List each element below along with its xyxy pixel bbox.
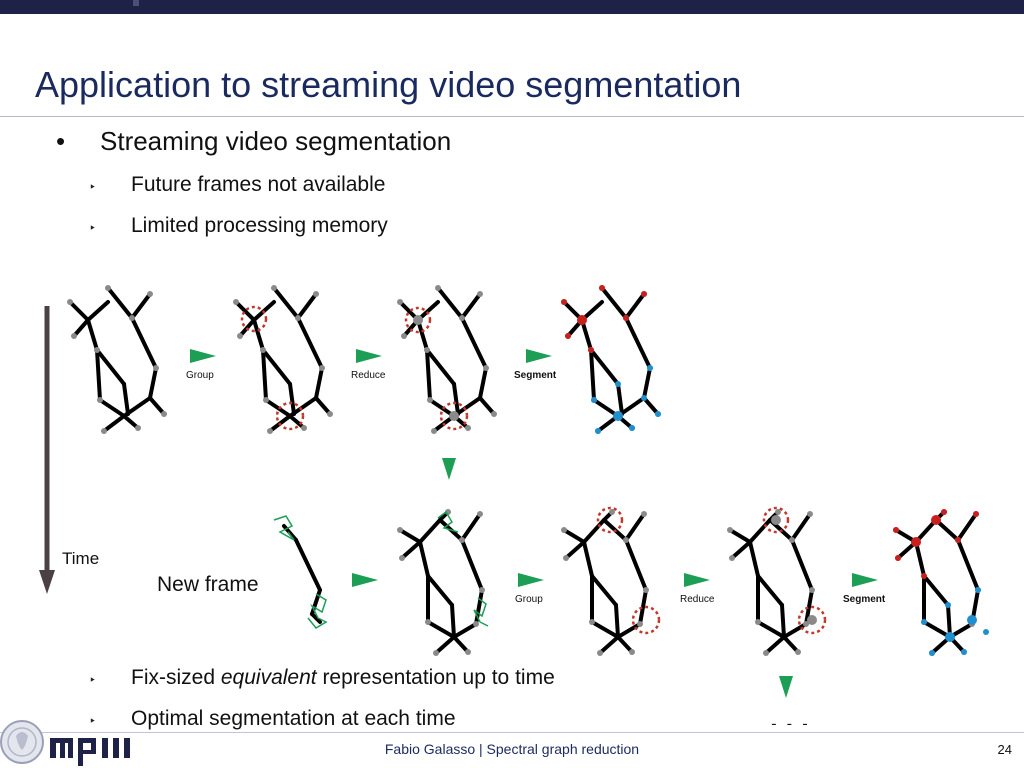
right-arrow-icon <box>684 573 710 587</box>
right-arrow-icon <box>352 573 378 587</box>
group-circle <box>631 605 661 635</box>
ellipsis: . . . <box>770 703 809 725</box>
page-number: 24 <box>997 742 1012 757</box>
time-axis: Time <box>39 306 99 594</box>
step-label-reduce: Reduce <box>680 594 715 605</box>
graph-row2-grouped <box>559 506 661 658</box>
new-frame-graph <box>273 515 328 629</box>
sub-bullet-marker: ‣ <box>89 714 97 728</box>
top-bar <box>0 0 1024 14</box>
reduced-node <box>413 315 423 325</box>
right-arrow-icon <box>356 349 382 363</box>
group-circle <box>596 506 624 534</box>
equivalent-emphasis: equivalent <box>220 666 317 689</box>
footer-author-title: Fabio Galasso | Spectral graph reduction <box>384 741 640 757</box>
step-label-reduce: Reduce <box>351 370 386 381</box>
arrow-group-row1: Group <box>186 349 216 381</box>
bullet-marker: • <box>56 126 66 156</box>
graph-row2-reduced <box>725 506 827 658</box>
right-arrow-icon <box>852 573 878 587</box>
slide-title: Application to streaming video segmentat… <box>35 64 742 105</box>
group-circle <box>797 605 827 635</box>
step-label-group: Group <box>515 594 543 605</box>
group-circle <box>275 401 305 431</box>
graph-row1-reduced <box>395 283 499 436</box>
group-circle <box>240 305 268 333</box>
reduced-node <box>771 515 781 525</box>
arrow-segment-row2: Segment <box>843 573 886 605</box>
group-circle <box>439 401 469 431</box>
arrow-group-row2: Group <box>515 573 544 605</box>
footer-divider <box>0 732 1024 733</box>
time-label: Time <box>62 549 99 568</box>
sub-bullet-marker: ‣ <box>89 673 97 687</box>
mpii-wordmark-icon <box>50 738 130 766</box>
representation-text: representation up to time <box>316 666 555 689</box>
arrow-reduce-row1: Reduce <box>351 349 386 381</box>
arrow-segment-row1: Segment <box>514 349 557 381</box>
graph-row1-grouped <box>231 283 335 436</box>
step-label-segment: Segment <box>843 594 886 605</box>
sub-bullet-optimal: Optimal segmentation at each time <box>131 707 456 730</box>
step-label-group: Group <box>186 370 214 381</box>
arrow-into-frame <box>352 573 378 587</box>
mpi-logo <box>0 720 130 766</box>
group-circle <box>762 506 790 534</box>
right-arrow-icon <box>526 349 552 363</box>
bullet-streaming: Streaming video segmentation <box>100 126 452 156</box>
down-arrow-icon <box>779 676 793 698</box>
group-circle <box>404 306 432 334</box>
time-arrow-head <box>39 570 55 594</box>
graph-row2-segmented <box>891 507 989 658</box>
step-label-segment: Segment <box>514 370 557 381</box>
right-arrow-icon <box>190 349 216 363</box>
arrow-reduce-row2: Reduce <box>680 573 715 605</box>
graph-row1-segmented <box>559 283 663 436</box>
sub-bullet-marker: ‣ <box>89 221 97 235</box>
sub-bullet-fix-sized: Fix-sized equivalent representation up t… <box>131 666 555 690</box>
streaming-segmentation-diagram: Time Group Reduce Segment <box>39 283 989 725</box>
sub-bullet-memory: Limited processing memory <box>131 214 388 237</box>
reduced-node <box>449 411 459 421</box>
sub-bullet-future-frames: Future frames not available <box>131 173 386 196</box>
title-divider <box>0 116 1024 117</box>
down-arrow-icon <box>442 458 456 480</box>
top-bar-mark <box>133 0 139 6</box>
sub-bullet-marker: ‣ <box>89 180 97 194</box>
graph-row2-combined <box>395 507 489 658</box>
graph-row1-original <box>65 283 169 436</box>
right-arrow-icon <box>518 573 544 587</box>
fix-sized-text: Fix-sized <box>131 666 221 689</box>
reduced-node <box>807 615 817 625</box>
new-frame-label: New frame <box>157 573 259 596</box>
